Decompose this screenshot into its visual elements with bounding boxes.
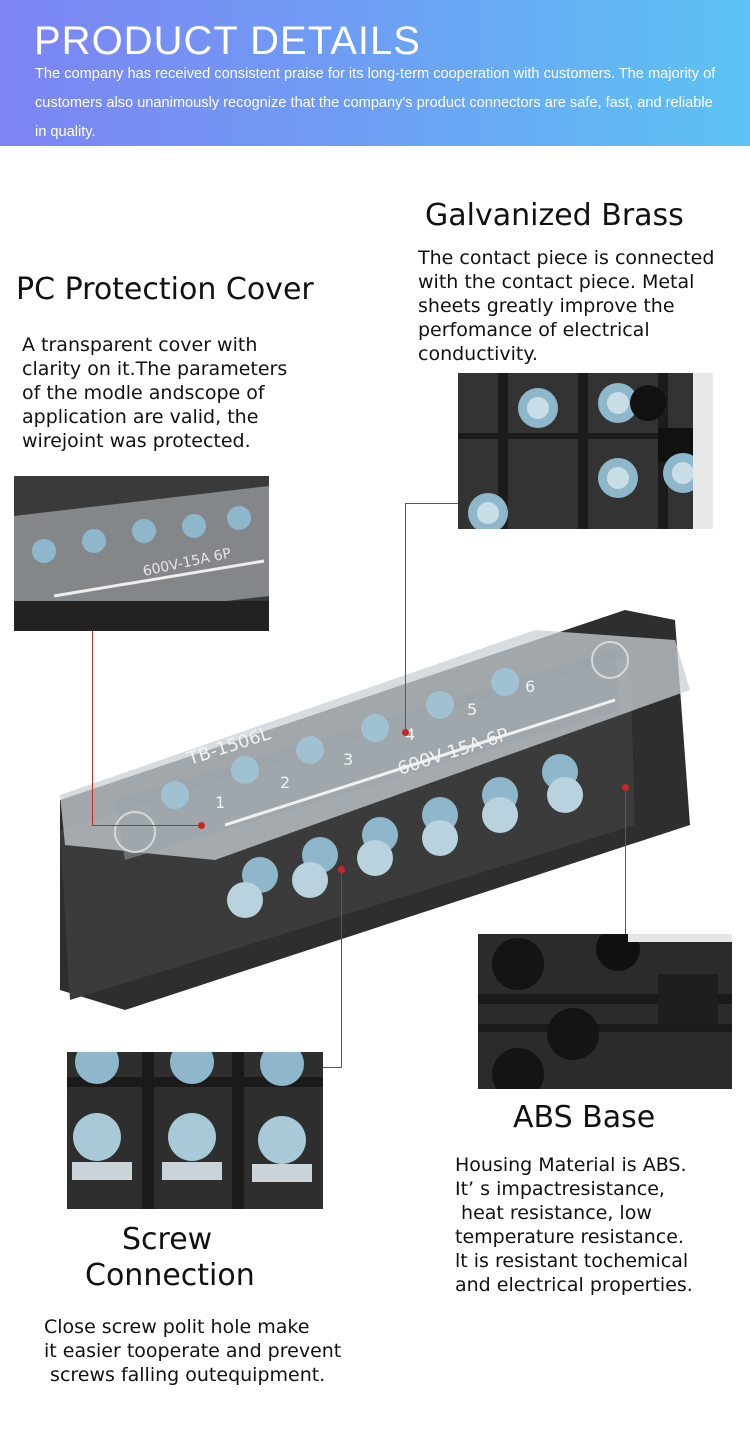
page-title: PRODUCT DETAILS (34, 19, 421, 63)
terminal-number-1: 1 (215, 793, 225, 812)
terminal-number-4: 4 (405, 725, 415, 744)
pc-cover-text: A transparent cover with clarity on it.T… (22, 334, 288, 452)
callout-brass-dot (402, 729, 409, 736)
callout-screw-h (323, 1067, 342, 1068)
header-banner: PRODUCT DETAILS The company has received… (0, 0, 750, 146)
galvanized-brass-title: Galvanized Brass (425, 198, 684, 233)
terminal-block-photo: TB-1506L 600V-15A 6P 1 2 3 4 5 6 (55, 600, 695, 1010)
callout-pc-v (92, 631, 93, 825)
terminal-number-3: 3 (343, 750, 353, 769)
pc-cover-title: PC Protection Cover (16, 272, 314, 307)
callout-brass-v (405, 503, 406, 731)
screw-connection-text: Close screw polit hole make it easier to… (44, 1316, 342, 1386)
callout-pc-h (92, 825, 202, 826)
abs-base-closeup-photo (478, 934, 732, 1089)
header-description: The company has received consistent prai… (35, 66, 716, 140)
callout-brass-h (405, 503, 458, 504)
brass-closeup-photo (458, 373, 713, 529)
callout-screw-dot (338, 866, 345, 873)
screw-connection-title-line2: Connection (85, 1258, 255, 1293)
callout-screw-v (341, 870, 342, 1067)
callout-abs-dot (622, 784, 629, 791)
screw-connection-title-line1: Screw (122, 1222, 213, 1257)
terminal-number-2: 2 (280, 773, 290, 792)
callout-pc-dot (198, 822, 205, 829)
screw-closeup-photo (67, 1052, 323, 1209)
terminal-number-5: 5 (467, 700, 477, 719)
callout-abs-v (625, 788, 626, 934)
abs-base-title: ABS Base (513, 1100, 656, 1135)
terminal-number-6: 6 (525, 677, 535, 696)
galvanized-brass-text: The contact piece is connected with the … (418, 247, 715, 365)
pc-cover-closeup-photo: 600V-15A 6P (14, 476, 269, 631)
abs-base-text: Housing Material is ABS. It’ s impactres… (455, 1154, 693, 1296)
